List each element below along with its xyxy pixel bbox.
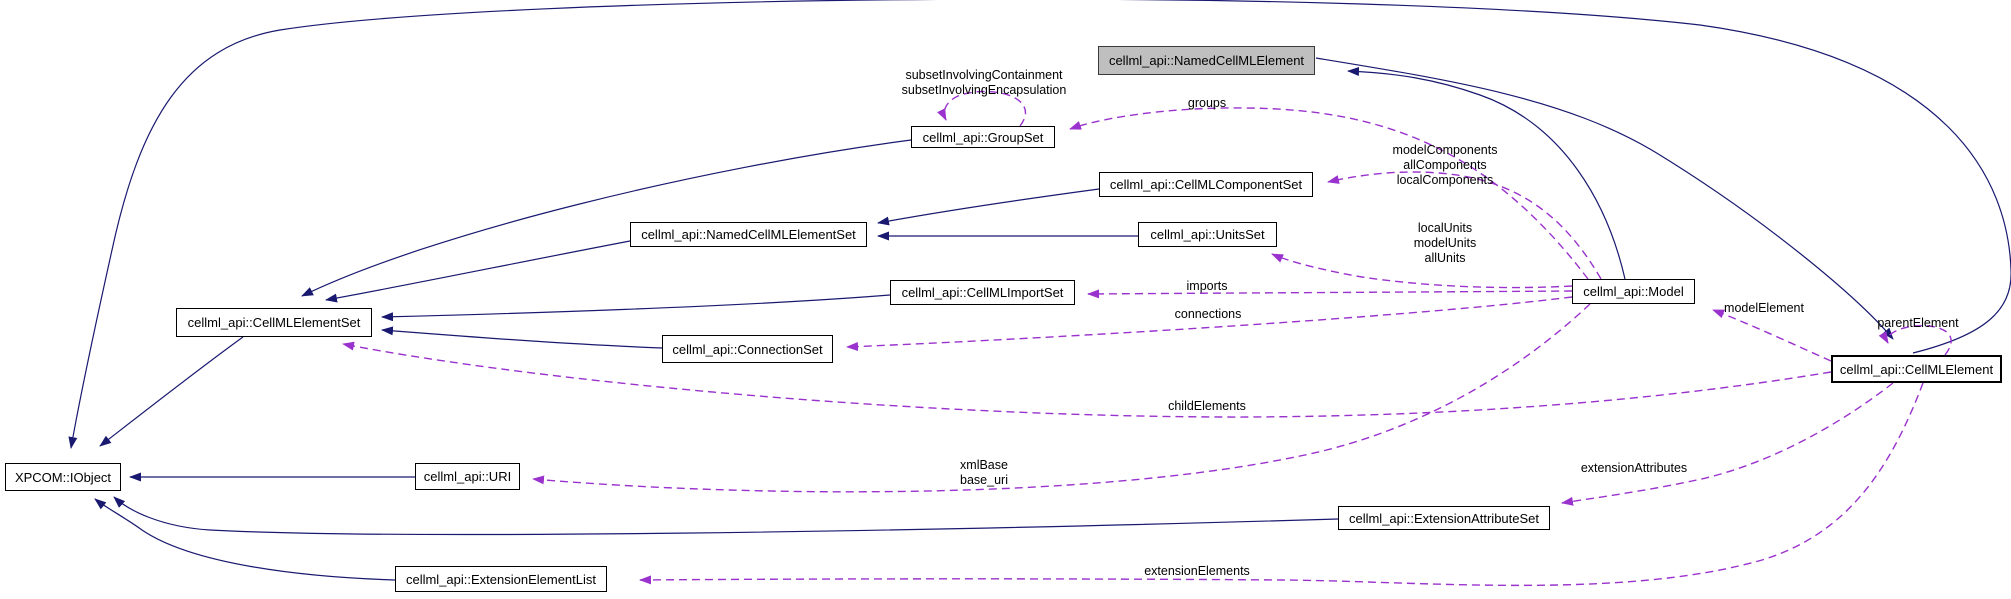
edge-label-extension-elements-line1: extensionElements	[1144, 564, 1250, 578]
edge-use-units	[1271, 253, 1573, 289]
edge-label-subset-involving-line1: subsetInvolvingContainment	[905, 68, 1063, 82]
node-model[interactable]: cellml_api::Model	[1572, 279, 1695, 304]
edge-label-local-units-line2: modelUnits	[1413, 236, 1477, 250]
edge-label-child-elements-line1: childElements	[1168, 399, 1246, 413]
edge-inh-extensionelementlist-to-iobject	[94, 498, 396, 581]
edge-inh-namedcellmlelement-to-cellmlelement	[1315, 57, 1894, 340]
edge-label-xml-base-line1: xmlBase	[960, 458, 1008, 472]
node-uri[interactable]: cellml_api::URI	[415, 463, 520, 490]
node-named-cellml-element[interactable]: cellml_api::NamedCellMLElement	[1098, 46, 1315, 75]
edge-inh-cellmlelement-to-iobject	[68, 0, 2011, 449]
edge-label-extension-attributes-line1: extensionAttributes	[1580, 461, 1688, 475]
node-group-set[interactable]: cellml_api::GroupSet	[911, 126, 1055, 148]
edge-label-xml-base-line2: base_uri	[960, 473, 1008, 487]
edge-label-model-element-line1: modelElement	[1724, 301, 1804, 315]
edge-label-imports-line1: imports	[1186, 279, 1228, 293]
edge-use-subset-self-loop	[937, 90, 1027, 127]
edge-label-local-units-line1: localUnits	[1417, 221, 1473, 235]
edge-inh-cellmlcomponentset-to-namedcellmlelementset	[877, 188, 1100, 226]
edge-use-xmlbase-baseuri	[532, 303, 1591, 493]
edge-inh-namedcellmlelementset-to-cellmlelementset	[325, 240, 631, 303]
node-xpcom-iobject[interactable]: XPCOM::IObject	[5, 463, 121, 491]
edge-label-model-components-line1: modelComponents	[1392, 143, 1498, 157]
edge-label-parent-element-line1: parentElement	[1877, 316, 1959, 330]
edge-use-components	[1327, 171, 1602, 280]
edge-use-imports	[1087, 289, 1573, 299]
node-cellml-component-set[interactable]: cellml_api::CellMLComponentSet	[1099, 172, 1313, 197]
edge-use-modelelement	[1712, 309, 1832, 362]
edge-use-connections	[846, 296, 1573, 352]
edge-label-groups-line1: groups	[1187, 96, 1227, 110]
edge-label-local-units-line3: allUnits	[1424, 251, 1466, 265]
edge-label-model-components-line3: localComponents	[1396, 173, 1494, 187]
node-cellml-import-set[interactable]: cellml_api::CellMLImportSet	[890, 280, 1075, 305]
edge-label-subset-involving-line2: subsetInvolvingEncapsulation	[901, 83, 1067, 97]
edge-inh-groupset-to-cellmlelementset	[301, 139, 912, 297]
edge-inh-extensionattributeset-to-iobject	[113, 496, 1339, 536]
edge-label-model-components-line2: allComponents	[1403, 158, 1487, 172]
edge-inh-model-to-namedcellmlelement	[1347, 66, 1626, 280]
edge-inh-cellmlimportset-to-cellmlelementset	[381, 294, 891, 322]
node-connection-set[interactable]: cellml_api::ConnectionSet	[662, 335, 833, 363]
node-units-set[interactable]: cellml_api::UnitsSet	[1138, 222, 1277, 247]
edge-use-extensionelements	[639, 382, 1924, 587]
edge-use-parentelement-self-loop	[1878, 325, 1952, 356]
node-extension-attribute-set[interactable]: cellml_api::ExtensionAttributeSet	[1338, 506, 1550, 530]
edge-use-extensionattributes	[1561, 382, 1894, 506]
edge-use-groups	[1069, 107, 1589, 280]
node-cellml-element-set[interactable]: cellml_api::CellMLElementSet	[176, 308, 372, 337]
node-named-cellml-element-set[interactable]: cellml_api::NamedCellMLElementSet	[630, 222, 867, 247]
node-cellml-element[interactable]: cellml_api::CellMLElement	[1831, 355, 2002, 383]
edge-inh-cellmlelementset-to-iobject	[99, 336, 244, 447]
edge-label-connections-line1: connections	[1174, 307, 1242, 321]
edge-inh-connectionset-to-cellmlelementset	[381, 326, 663, 349]
edge-use-childelements	[342, 341, 1832, 418]
node-extension-element-list[interactable]: cellml_api::ExtensionElementList	[395, 566, 607, 592]
